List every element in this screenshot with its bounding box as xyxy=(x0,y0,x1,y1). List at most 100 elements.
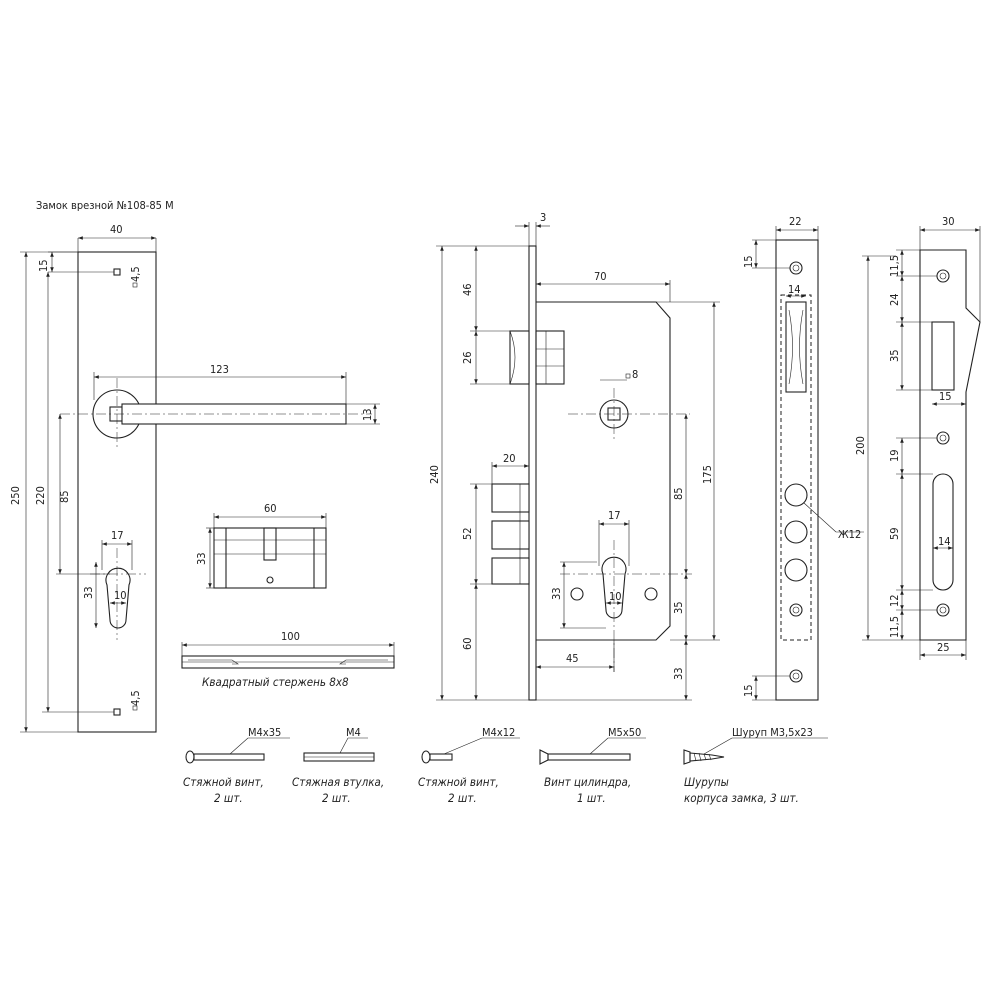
dim-strike-15: 15 xyxy=(939,390,952,403)
dim-strike-bottom: 11,5 xyxy=(888,616,901,638)
strike-bolt-slot xyxy=(932,473,954,591)
cylinder-cam xyxy=(263,527,277,561)
escutcheon-plate-view: 40 15 4,5 250 220 85 123 13 xyxy=(9,223,380,733)
dim-deadbolt-span: 52 xyxy=(461,527,474,540)
deadbolt-1 xyxy=(491,483,530,513)
plate-screw-hole-bottom xyxy=(113,708,121,716)
dim-plate-cyl-slot: 10 xyxy=(114,589,127,602)
dim-faceplate-width: 22 xyxy=(789,215,802,228)
dim-keyhole-slot: 10 xyxy=(609,590,622,603)
dim-plate-hole-span: 220 xyxy=(34,486,47,505)
dim-lock-total-height: 240 xyxy=(428,465,441,484)
part-tie-screw-m4x35: М4х35 Стяжной винт, 2 шт. xyxy=(183,726,290,805)
strike-plate xyxy=(919,249,981,641)
dim-spindle-to-cylinder: 85 xyxy=(672,487,685,500)
plate-cylinder-cutout xyxy=(105,567,131,629)
dim-plate-height: 250 xyxy=(9,486,22,505)
dim-case-height: 175 xyxy=(701,465,714,484)
dim-cylinder-backset: 45 xyxy=(566,652,579,665)
part5-name: Шурупы xyxy=(684,775,729,789)
dim-strike-width: 30 xyxy=(942,215,955,228)
faceplate-front-view: 22 15 14 Ж12 15 xyxy=(742,215,864,701)
faceplate-screw-top xyxy=(789,261,803,275)
lock-body-view: 3 240 46 26 70 8 175 85 35 33 xyxy=(428,211,720,701)
dim-rod-length: 100 xyxy=(281,630,300,643)
dim-latch-height: 26 xyxy=(461,351,474,364)
escutcheon-plate xyxy=(77,251,157,733)
dim-plate-cyl-width: 17 xyxy=(111,529,124,542)
part1-spec: М4х35 xyxy=(248,726,281,739)
dim-faceplate-window: 14 xyxy=(788,283,801,296)
deadbolt-2 xyxy=(491,520,530,550)
dim-strike-24: 24 xyxy=(888,293,901,306)
part-tie-screw-m4x12: М4х12 Стяжной винт, 2 шт. xyxy=(418,726,520,805)
drawing-title: Замок врезной №108-85 М xyxy=(36,199,174,212)
part-tie-sleeve-m4: М4 Стяжная втулка, 2 шт. xyxy=(292,726,384,805)
latch-block xyxy=(535,330,565,385)
caption-rod: Квадратный стержень 8х8 xyxy=(202,675,349,689)
part3-name: Стяжной винт, xyxy=(418,775,499,789)
dim-plate-hole-bottom: 4,5 xyxy=(129,690,142,706)
part-cylinder-screw-m5x50: М5х50 Винт цилиндра, 1 шт. xyxy=(539,726,646,805)
dim-handle-to-cylinder: 85 xyxy=(58,490,71,503)
dim-keyhole-height: 33 xyxy=(550,587,563,600)
deadbolt-hole-1 xyxy=(784,483,808,507)
dim-strike-200: 200 xyxy=(854,436,867,455)
dim-strike-14: 14 xyxy=(938,535,951,548)
part4-spec: М5х50 xyxy=(608,726,641,739)
dim-plate-cyl-height: 33 xyxy=(82,586,95,599)
dim-deadbolt-length: 20 xyxy=(503,452,516,465)
part4-name: Винт цилиндра, xyxy=(544,775,631,789)
faceplate-front xyxy=(775,239,819,701)
dim-strike-59: 59 xyxy=(888,527,901,540)
part2-qty: 2 шт. xyxy=(322,791,351,805)
strike-screw-top xyxy=(936,269,950,283)
lock-fixing-hole-right xyxy=(644,587,658,601)
dim-cylinder-height: 33 xyxy=(195,552,208,565)
dim-case-to-faceplate-bottom: 33 xyxy=(672,667,685,680)
strike-screw-bottom xyxy=(936,603,950,617)
strike-screw-middle xyxy=(936,431,950,445)
part2-spec: М4 xyxy=(346,726,361,739)
faceplate-screw-middle xyxy=(789,603,803,617)
part2-name: Стяжная втулка, xyxy=(292,775,384,789)
lock-case xyxy=(536,301,671,641)
dim-handle-length: 123 xyxy=(210,363,229,376)
dim-spindle-square: 8 xyxy=(632,368,638,381)
part1-qty: 2 шт. xyxy=(214,791,243,805)
dim-plate-top-offset: 15 xyxy=(37,259,50,272)
dim-strike-top: 11,5 xyxy=(888,255,901,277)
dim-deadbolt-bottom: 60 xyxy=(461,637,474,650)
deadbolt-hole-2 xyxy=(784,520,808,544)
dim-strike-12: 12 xyxy=(888,594,901,607)
dim-handle-height: 13 xyxy=(361,408,374,421)
dim-faceplate-top: 15 xyxy=(742,255,755,268)
lock-cylinder-cutout xyxy=(601,556,627,619)
dim-faceplate-bottom: 15 xyxy=(742,684,755,697)
part-body-screws-m35x23: Шуруп М3,5х23 Шурупы корпуса замка, 3 шт… xyxy=(683,726,828,805)
dim-strike-35: 35 xyxy=(888,349,901,362)
dim-deadbolt-hole-diameter: Ж12 xyxy=(838,528,861,541)
lock-fixing-hole-left xyxy=(570,587,584,601)
faceplate-latch-window xyxy=(785,301,807,393)
cylinder-body xyxy=(213,527,327,589)
square-rod-view: 100 Квадратный стержень 8х8 xyxy=(181,630,395,689)
cylinder-view: 60 33 xyxy=(195,502,327,589)
strike-latch-opening xyxy=(931,321,955,391)
part5-spec: Шуруп М3,5х23 xyxy=(732,726,813,739)
dim-keyhole-width: 17 xyxy=(608,509,621,522)
part1-name: Стяжной винт, xyxy=(183,775,264,789)
plate-screw-hole-top xyxy=(113,268,121,276)
deadbolt-3 xyxy=(491,557,530,585)
strike-plate-view: 30 11,5 24 35 19 59 12 11,5 200 15 xyxy=(854,215,981,660)
part3-qty: 2 шт. xyxy=(448,791,477,805)
dim-plate-hole-top: 4,5 xyxy=(129,266,142,282)
dim-cylinder-to-case-bottom: 35 xyxy=(672,601,685,614)
dim-faceplate-thickness: 3 xyxy=(540,211,546,224)
dim-plate-width: 40 xyxy=(110,223,123,236)
lock-faceplate xyxy=(528,245,537,701)
part3-spec: М4х12 xyxy=(482,726,515,739)
cylinder-screw-hole xyxy=(266,576,274,584)
dim-strike-base: 25 xyxy=(937,641,950,654)
deadbolt-hole-3 xyxy=(784,558,808,582)
